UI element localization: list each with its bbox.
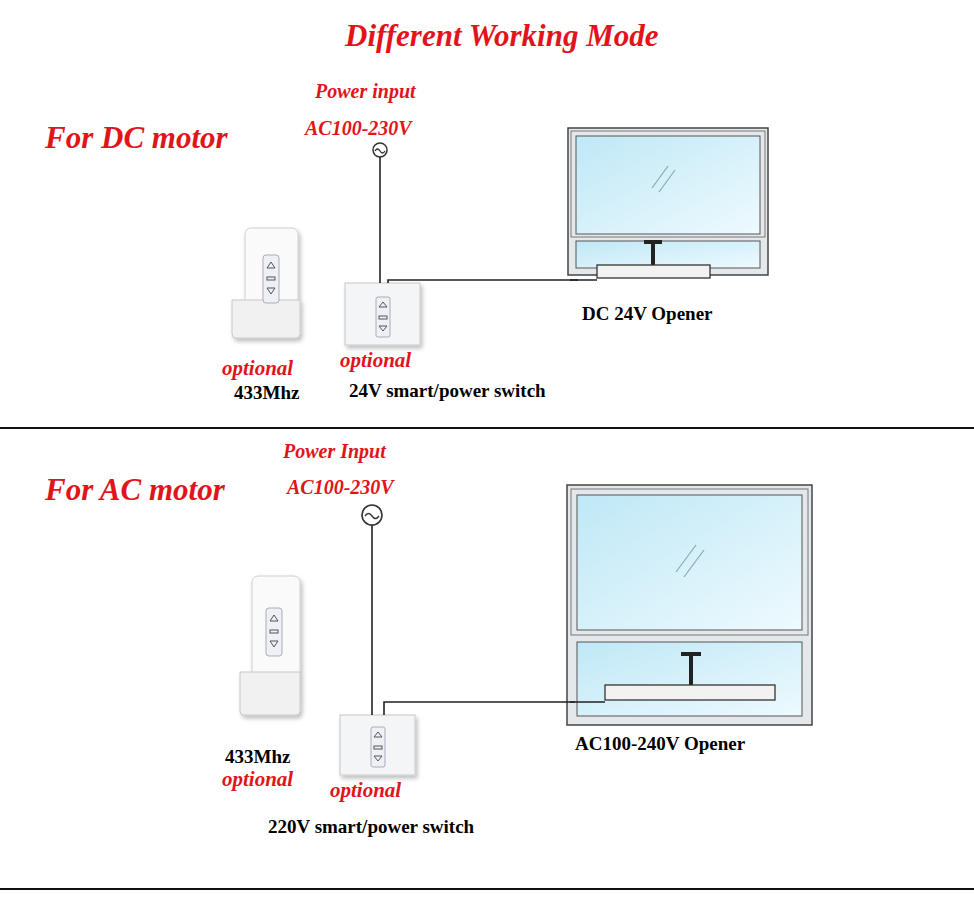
section-heading: For AC motor [45,472,225,508]
remote-control [232,228,300,338]
window-part [577,642,802,716]
section-divider-part [0,427,974,429]
power-symbol-part [365,514,379,519]
wall-switch-part [374,746,382,749]
optional-note: optional [222,356,293,380]
opener-label: DC 24V Opener [582,303,713,325]
chain-opener-part [681,652,701,656]
wall-switch-part [376,297,390,337]
chain-opener-part [597,265,710,278]
frequency-label: 433Mhz [225,746,290,768]
remote-control-part [267,288,275,294]
power-symbol-part [375,149,385,153]
remote-control-part [232,300,300,338]
optional-note: optional [222,767,293,791]
voltage-label: AC100-230V [287,476,394,499]
window-part [659,170,675,192]
window-part [567,485,812,725]
optional-note: optional [330,778,401,802]
power-symbol [362,505,382,525]
remote-control: 433Mhzoptional [222,576,300,791]
window [567,485,812,725]
chain-opener-part [605,685,775,700]
power-source: Power InputAC100-230V [283,440,396,525]
chain-opener-part [689,656,693,685]
power-symbol [373,143,387,157]
remote-control-part [270,641,278,647]
diagram-title: Different Working Mode [345,18,658,54]
chain-opener-part [570,279,597,281]
window-part [576,136,760,234]
remote-control-part [267,277,275,280]
smart-switch: optional 24V smart/power switch [340,283,548,402]
window-part [652,166,668,188]
section-heading: For DC motor [45,120,228,156]
remote-control: optional433Mhz [222,228,301,404]
power-wire [371,525,373,715]
chain-opener [570,652,775,702]
chain-opener [570,240,710,280]
power-wire [379,157,381,283]
opener-label: AC100-240V Opener [575,733,745,755]
wall-switch [340,715,415,775]
window [568,128,768,275]
wall-switch-part [374,732,382,737]
wall-switch-part [371,727,385,767]
power-wire [384,702,575,715]
chain-opener-part [644,240,662,244]
wall-switch-part [345,283,420,345]
power-source: Power inputAC100-230V [305,80,418,157]
power-label: Power Input [283,440,386,463]
window-part [568,128,768,275]
section-divider [0,428,974,889]
remote-control-part [263,255,279,303]
power-symbol-part [373,143,387,157]
smart-switch: optional 220V smart/power switch [268,715,476,838]
remote-control-part [270,630,278,633]
window-part [676,545,696,572]
power-wire [388,280,578,283]
wall-switch-part [374,756,382,761]
remote-control-part [270,615,278,621]
remote-control [240,576,300,715]
switch-label: 220V smart/power switch [268,816,474,838]
section-divider-part [0,888,974,890]
wall-switch-part [379,316,387,319]
remote-control-part [240,672,300,715]
switch-label: 24V smart/power switch [349,380,546,402]
optional-note: optional [340,348,411,372]
window-opener: DC 24V Opener [578,262,758,325]
wall-switch-part [379,302,387,307]
power-label: Power input [315,80,416,103]
frequency-label: 433Mhz [234,382,299,404]
wall-switch [345,283,420,345]
wall-switch-part [340,715,415,775]
window-part [571,131,765,237]
window-opener: AC100-240V Opener [575,680,783,755]
chain-opener-part [570,701,605,703]
window-part [577,495,802,630]
power-symbol-part [362,505,382,525]
remote-control-part [266,608,282,656]
chain-opener-part [651,244,655,265]
window-part [684,550,704,577]
window-part [571,489,808,635]
voltage-label: AC100-230V [305,117,412,140]
remote-control-part [267,262,275,268]
wall-switch-part [379,326,387,331]
window-part [576,241,760,268]
